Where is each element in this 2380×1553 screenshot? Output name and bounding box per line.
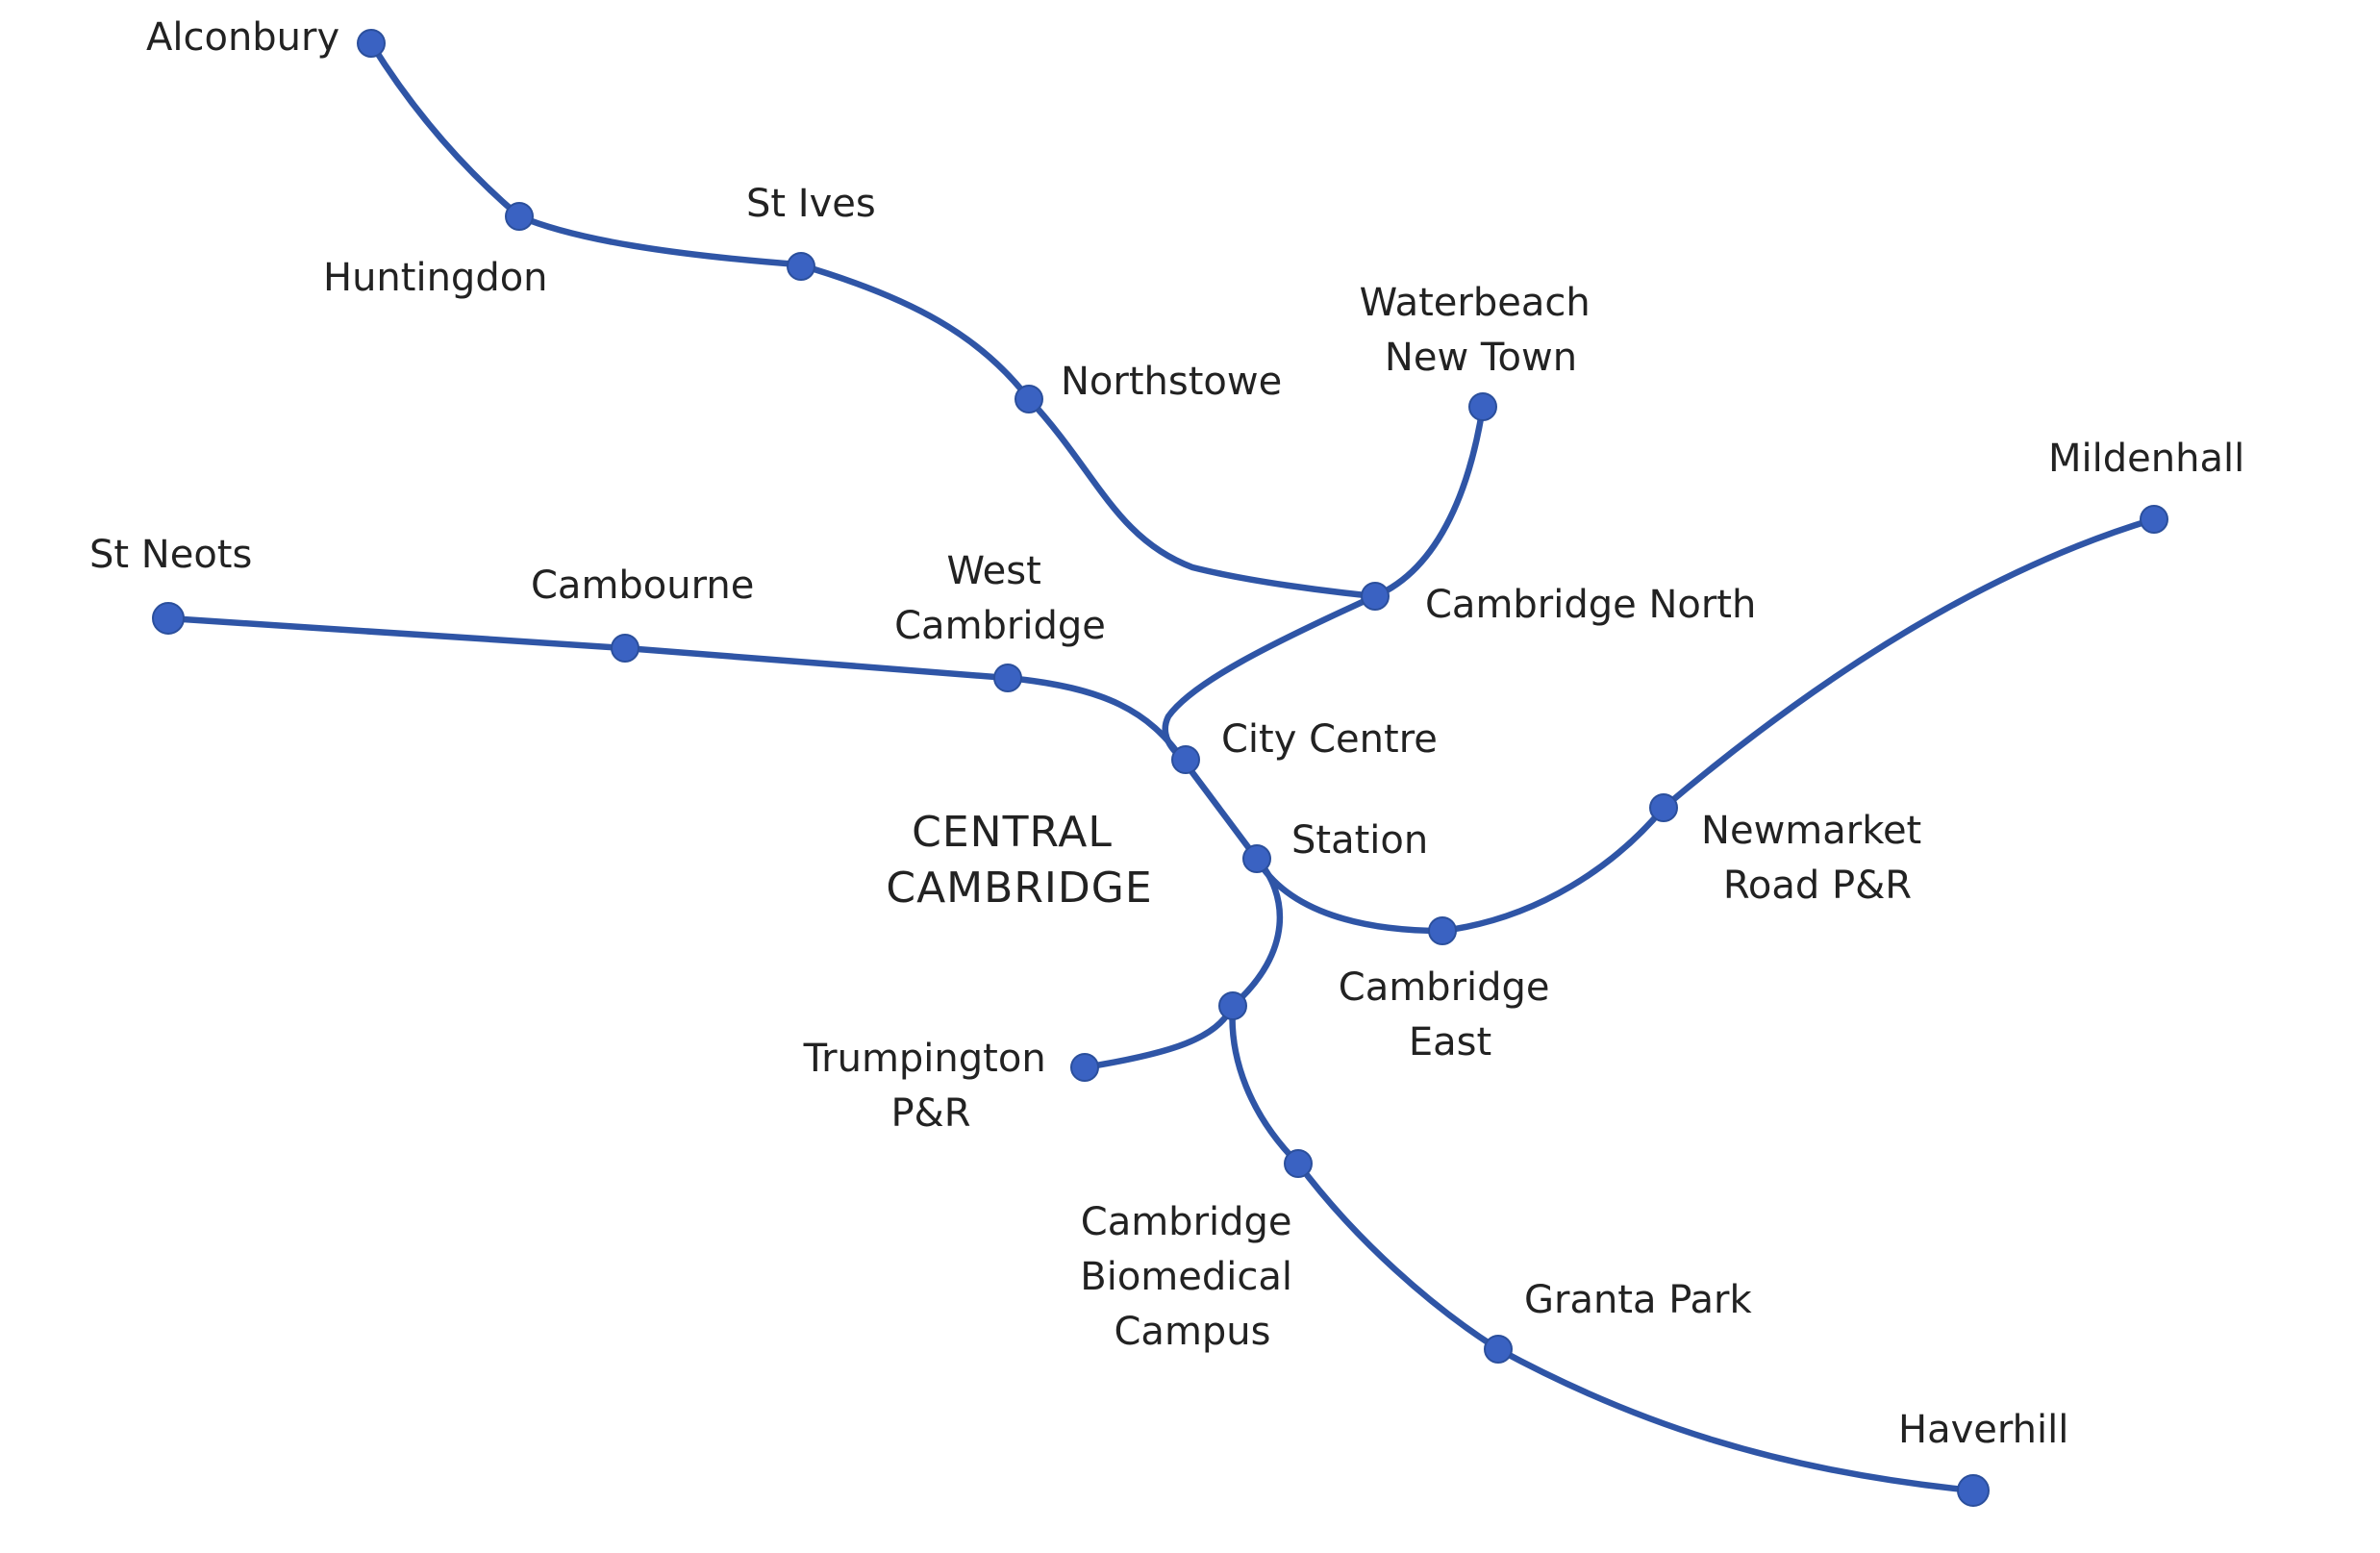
label-cambridge-east: Cambridge East [1339, 965, 1562, 1065]
label-newmarket-road-pr: Newmarket Road P&R [1701, 809, 1934, 908]
stop-newmarket-road-pr[interactable] [1649, 793, 1678, 822]
station-stops [152, 29, 2168, 1507]
stop-northstowe[interactable] [1015, 385, 1043, 413]
label-cambridge-north: Cambridge North [1425, 583, 1756, 627]
label-station: Station [1291, 818, 1428, 863]
stop-trumpington-pr[interactable] [1070, 1053, 1099, 1082]
label-haverhill: Haverhill [1898, 1408, 2068, 1452]
stop-city-centre[interactable] [1171, 745, 1200, 774]
stop-trumpington-junction[interactable] [1218, 991, 1247, 1020]
label-granta-park: Granta Park [1524, 1278, 1752, 1322]
label-central-cambridge: CENTRAL CAMBRIDGE [886, 808, 1152, 913]
label-cambourne: Cambourne [531, 564, 754, 608]
stop-cambridge-east[interactable] [1428, 916, 1457, 945]
label-st-neots: St Neots [89, 533, 252, 577]
label-northstowe: Northstowe [1061, 360, 1282, 404]
stop-granta-park[interactable] [1484, 1335, 1513, 1364]
stop-waterbeach-new-town[interactable] [1468, 392, 1497, 421]
route-trumpington-branch [1081, 1002, 1237, 1071]
label-st-ives: St Ives [746, 182, 876, 226]
stop-cambourne[interactable] [611, 634, 639, 663]
stop-st-neots[interactable] [152, 602, 185, 635]
label-cambridge-biomedical-campus: Cambridge Biomedical Campus [1080, 1200, 1304, 1354]
label-mildenhall: Mildenhall [2048, 437, 2244, 481]
label-huntingdon: Huntingdon [323, 256, 548, 300]
stop-cambridge-north[interactable] [1361, 582, 1390, 611]
route-alconbury-to-cambridge-north [367, 39, 1379, 600]
route-waterbeach-to-city-centre [1162, 403, 1487, 764]
label-trumpington-pr: Trumpington P&R [803, 1037, 1059, 1136]
label-alconbury: Alconbury [146, 15, 339, 60]
stop-mildenhall[interactable] [2140, 505, 2168, 534]
label-waterbeach-new-town: Waterbeach New Town [1360, 281, 1603, 380]
label-west-cambridge: West Cambridge [894, 549, 1106, 648]
stop-station[interactable] [1242, 844, 1271, 873]
stop-st-ives[interactable] [787, 252, 815, 281]
route-station-to-haverhill [1229, 855, 1977, 1494]
stop-west-cambridge[interactable] [993, 664, 1022, 692]
label-city-centre: City Centre [1221, 717, 1438, 762]
stop-cambridge-biomedical-campus[interactable] [1284, 1149, 1313, 1178]
route-station-to-mildenhall [1253, 515, 2158, 935]
stop-haverhill[interactable] [1957, 1474, 1990, 1507]
stop-alconbury[interactable] [357, 29, 386, 58]
station-labels: Alconbury Huntingdon St Ives Northstowe … [89, 15, 2244, 1452]
stop-huntingdon[interactable] [505, 202, 534, 231]
